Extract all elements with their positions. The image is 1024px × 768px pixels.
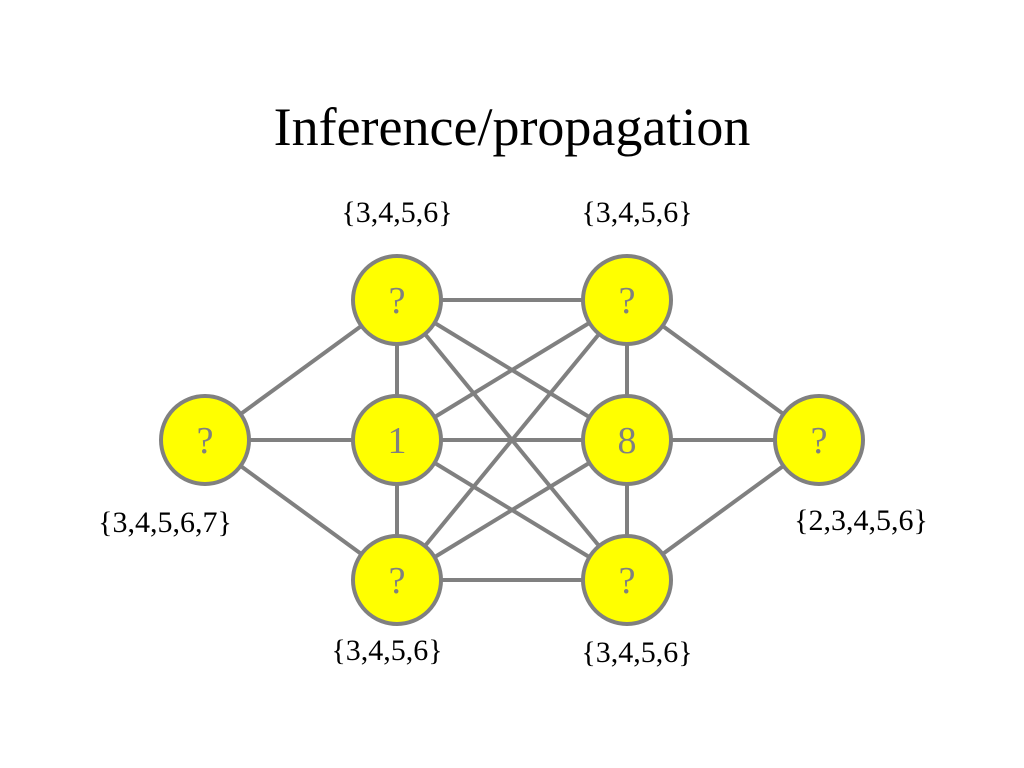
slide-title: Inference/propagation [273,97,751,157]
node-circle [351,534,443,626]
node-value: ? [197,420,214,462]
node-value: 1 [388,420,407,462]
edge-bottom-b-right [661,464,785,556]
node-mid-a: 1 [351,394,443,486]
node-top-a: ? [351,254,443,346]
node-circle [351,254,443,346]
node-value: ? [389,560,406,602]
node-value: 8 [618,420,637,462]
domain-label-bottom-a: {3,4,5,6} [331,634,442,667]
edge-top-b-right [661,324,785,416]
node-value: ? [619,280,636,322]
domain-label-left: {3,4,5,6,7} [98,506,232,539]
domain-label-top-b: {3,4,5,6} [581,196,692,229]
node-circle [581,394,673,486]
edge-bottom-a-mid-b [433,461,591,559]
node-left: ? [159,394,251,486]
edge-mid-a-top-b [433,321,591,419]
domain-labels: {3,4,5,6,7} {3,4,5,6} {3,4,5,6} {3,4,5,6} {3… [98,196,928,669]
node-value: ? [811,420,828,462]
node-mid-b: 8 [581,394,673,486]
node-right: ? [773,394,865,486]
domain-label-bottom-b: {3,4,5,6} [581,636,692,669]
edge-left-bottom-a [239,464,363,556]
node-bottom-a: ? [351,534,443,626]
node-circle [581,254,673,346]
edge-bottom-a-top-b [423,332,601,548]
node-circle [351,394,443,486]
domain-label-right: {2,3,4,5,6} [794,504,928,537]
node-bottom-b: ? [581,534,673,626]
node-value: ? [389,280,406,322]
domain-label-top-a: {3,4,5,6} [341,196,452,229]
graph-nodes: ?? 1?? 8?? [159,254,865,626]
node-circle [773,394,865,486]
graph-edges [239,298,785,582]
node-value: ? [619,560,636,602]
node-circle [159,394,251,486]
node-top-b: ? [581,254,673,346]
edge-left-top-a [239,324,363,416]
node-circle [581,534,673,626]
